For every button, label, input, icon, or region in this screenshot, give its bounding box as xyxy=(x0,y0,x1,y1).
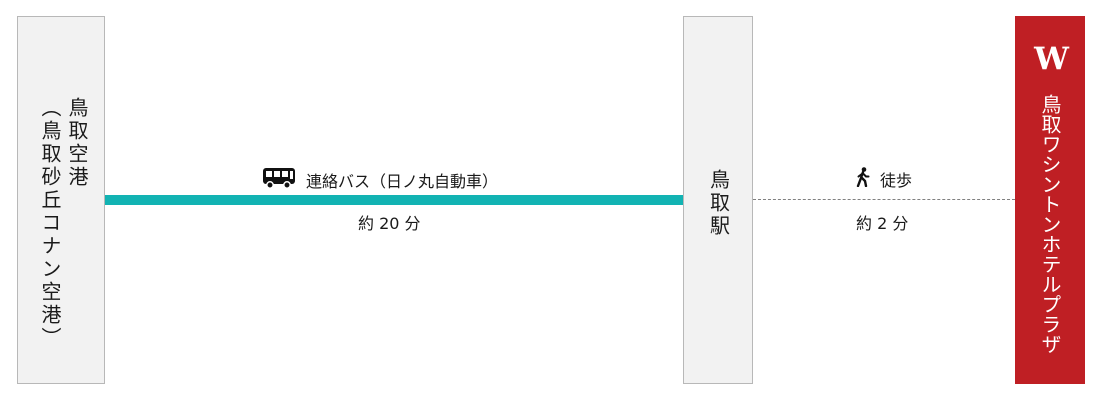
airport-name-line1: 鳥取空港 xyxy=(65,97,89,189)
bus-route-label: 連絡バス（日ノ丸自動車） xyxy=(262,167,498,193)
bus-route-line xyxy=(105,195,683,205)
walk-duration: 約 2 分 xyxy=(856,214,909,233)
airport-name-line2: （鳥取砂丘コナン空港） xyxy=(38,97,62,350)
hotel-box: W 鳥取ワシントンホテルプラザ xyxy=(1015,16,1085,384)
walk-route-text: 徒歩 xyxy=(880,171,913,190)
walk-route-label: 徒歩 xyxy=(856,167,912,191)
walk-route-line xyxy=(753,199,1015,200)
bus-duration: 約 20 分 xyxy=(358,214,421,233)
tottori-station-name: 鳥取駅 xyxy=(706,169,731,238)
hotel-name: 鳥取ワシントンホテルプラザ xyxy=(1038,94,1062,354)
bus-icon xyxy=(262,167,296,193)
airport-box: 鳥取空港 （鳥取砂丘コナン空港） xyxy=(17,16,105,384)
hotel-logo: W xyxy=(1034,41,1069,77)
tottori-station-box: 鳥取駅 xyxy=(683,16,753,384)
walking-person-icon xyxy=(856,167,870,191)
bus-route-text: 連絡バス（日ノ丸自動車） xyxy=(306,172,499,191)
airport-name: 鳥取空港 （鳥取砂丘コナン空港） xyxy=(36,97,90,350)
